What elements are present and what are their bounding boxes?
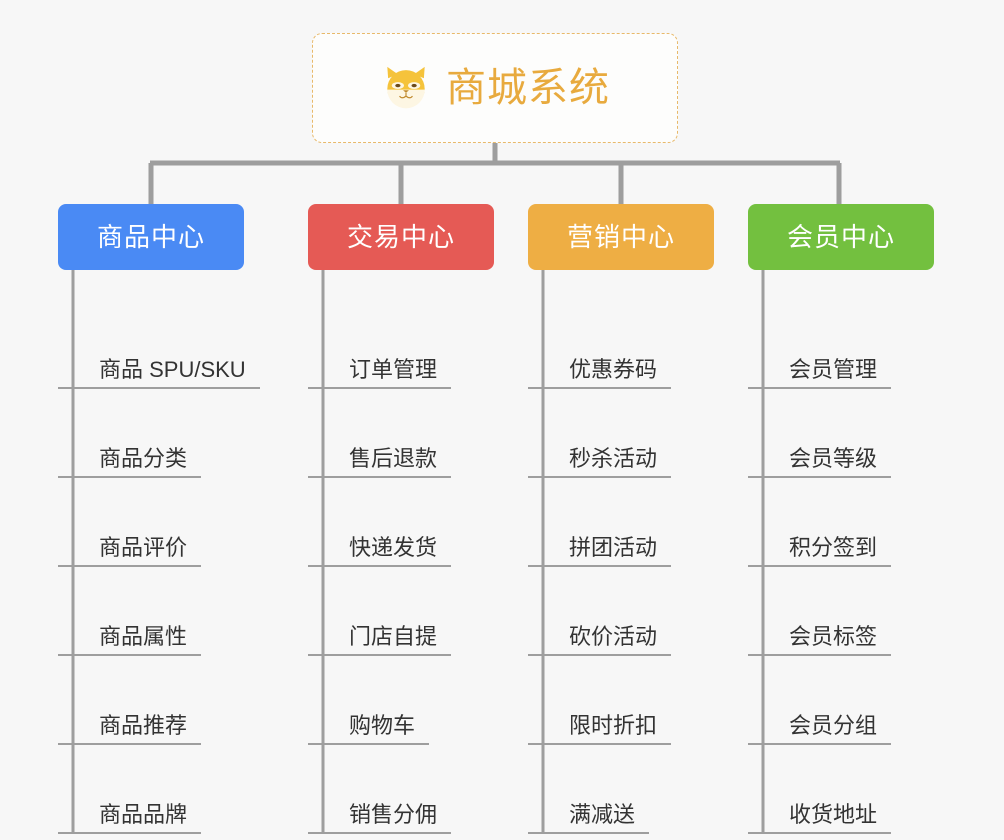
leaf-underline: [528, 476, 672, 478]
leaf-underline: [748, 743, 892, 745]
shiba-dog-face-icon: [380, 62, 432, 114]
list-item-label: 拼团活动: [569, 534, 658, 560]
leaf-underline: [748, 565, 892, 567]
list-item[interactable]: 商品属性: [58, 567, 244, 656]
leaf-underline: [528, 832, 650, 834]
list-item-label: 满减送: [569, 801, 636, 827]
list-item-label: 限时折扣: [569, 712, 658, 738]
leaf-underline: [748, 476, 892, 478]
list-item-label: 商品属性: [99, 623, 188, 649]
category-label: 商品中心: [96, 222, 205, 252]
category-label: 交易中心: [346, 222, 455, 252]
leaf-underline: [748, 654, 892, 656]
list-item-label: 秒杀活动: [569, 445, 658, 471]
list-item[interactable]: 会员等级: [748, 389, 934, 478]
column-product-center: 商品中心 商品 SPU/SKU 商品分类 商品评: [58, 204, 260, 834]
root-node[interactable]: 商城系统: [312, 33, 678, 143]
category-header-trade-center[interactable]: 交易中心: [308, 204, 494, 270]
leaf-underline: [308, 387, 452, 389]
list-item-label: 门店自提: [349, 623, 438, 649]
list-item[interactable]: 积分签到: [748, 478, 934, 567]
list-item[interactable]: 收货地址: [748, 745, 934, 834]
list-item-label: 快递发货: [349, 534, 438, 560]
leaf-list-product-center: 商品 SPU/SKU 商品分类 商品评价: [58, 270, 260, 834]
list-item[interactable]: 商品推荐: [58, 656, 244, 745]
list-item[interactable]: 满减送: [528, 745, 714, 834]
list-item-label: 商品 SPU/SKU: [99, 356, 246, 382]
leaf-underline: [58, 743, 202, 745]
list-item-label: 会员管理: [789, 356, 878, 382]
leaf-underline: [58, 654, 202, 656]
list-item[interactable]: 快递发货: [308, 478, 494, 567]
leaf-list-trade-center: 订单管理 售后退款 快递发货: [308, 270, 494, 834]
leaf-underline: [58, 387, 260, 389]
list-item[interactable]: 销售分佣: [308, 745, 494, 834]
list-item-label: 会员分组: [789, 712, 878, 738]
leaf-underline: [308, 743, 430, 745]
list-item-label: 订单管理: [349, 356, 438, 382]
category-label: 会员中心: [786, 222, 895, 252]
category-label: 营销中心: [566, 222, 675, 252]
leaf-underline: [528, 565, 672, 567]
leaf-underline: [58, 476, 202, 478]
leaf-underline: [308, 565, 452, 567]
list-item[interactable]: 购物车: [308, 656, 494, 745]
list-item[interactable]: 售后退款: [308, 389, 494, 478]
list-item-label: 商品分类: [99, 445, 188, 471]
leaf-list-marketing-center: 优惠券码 秒杀活动 拼团活动: [528, 270, 714, 834]
list-item[interactable]: 会员管理: [748, 300, 934, 389]
list-item-label: 会员标签: [789, 623, 878, 649]
list-item-label: 积分签到: [789, 534, 878, 560]
list-item-label: 优惠券码: [569, 356, 658, 382]
column-member-center: 会员中心 会员管理 会员等级 积分签到: [748, 204, 934, 834]
leaf-underline: [748, 387, 892, 389]
leaf-underline: [58, 832, 202, 834]
list-item-label: 商品评价: [99, 534, 188, 560]
leaf-underline: [528, 743, 672, 745]
list-item[interactable]: 会员分组: [748, 656, 934, 745]
category-header-member-center[interactable]: 会员中心: [748, 204, 934, 270]
leaf-underline: [308, 832, 452, 834]
leaf-list-member-center: 会员管理 会员等级 积分签到: [748, 270, 934, 834]
list-item-label: 售后退款: [349, 445, 438, 471]
list-item-label: 销售分佣: [349, 801, 438, 827]
list-item[interactable]: 门店自提: [308, 567, 494, 656]
leaf-underline: [748, 832, 892, 834]
column-marketing-center: 营销中心 优惠券码 秒杀活动 拼团活动: [528, 204, 714, 834]
list-item[interactable]: 秒杀活动: [528, 389, 714, 478]
column-trade-center: 交易中心 订单管理 售后退款 快递发货: [308, 204, 494, 834]
page-title: 商城系统: [446, 66, 610, 110]
leaf-underline: [528, 654, 672, 656]
leaf-underline: [528, 387, 672, 389]
list-item[interactable]: 商品分类: [58, 389, 244, 478]
list-item-label: 购物车: [349, 712, 416, 738]
category-header-product-center[interactable]: 商品中心: [58, 204, 244, 270]
list-item[interactable]: 拼团活动: [528, 478, 714, 567]
list-item[interactable]: 会员标签: [748, 567, 934, 656]
list-item-label: 商品推荐: [99, 712, 188, 738]
list-item-label: 会员等级: [789, 445, 878, 471]
list-item[interactable]: 砍价活动: [528, 567, 714, 656]
leaf-underline: [58, 565, 202, 567]
category-header-marketing-center[interactable]: 营销中心: [528, 204, 714, 270]
list-item-label: 砍价活动: [569, 623, 658, 649]
list-item-label: 商品品牌: [99, 801, 188, 827]
list-item[interactable]: 订单管理: [308, 300, 494, 389]
leaf-underline: [308, 476, 452, 478]
list-item[interactable]: 商品评价: [58, 478, 244, 567]
leaf-underline: [308, 654, 452, 656]
list-item[interactable]: 商品 SPU/SKU: [58, 300, 260, 389]
list-item[interactable]: 优惠券码: [528, 300, 714, 389]
list-item[interactable]: 限时折扣: [528, 656, 714, 745]
list-item-label: 收货地址: [789, 801, 878, 827]
list-item[interactable]: 商品品牌: [58, 745, 244, 834]
